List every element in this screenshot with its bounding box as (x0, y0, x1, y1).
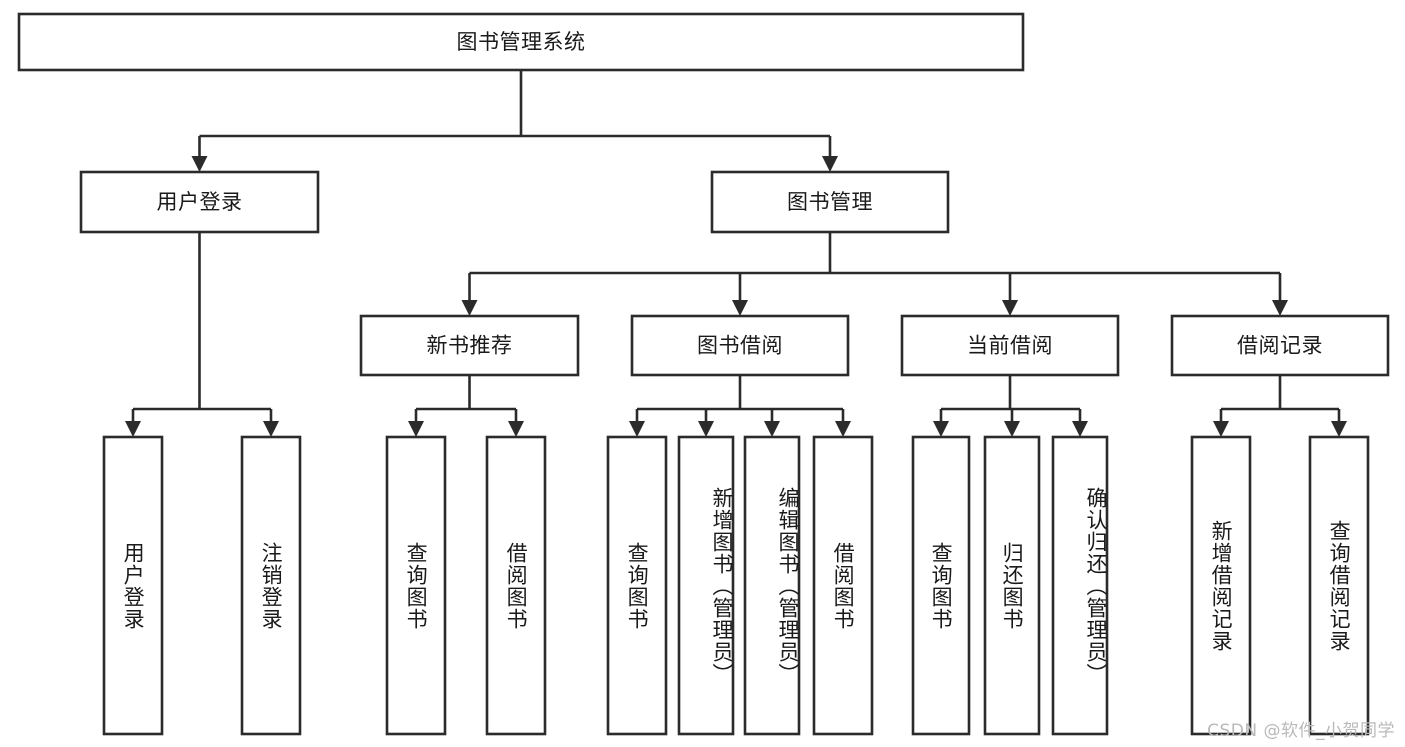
node-level3-label-1: 图书借阅 (697, 334, 783, 358)
arrow-head-icon (764, 421, 780, 437)
node-level3-label-0: 新书推荐 (427, 334, 513, 358)
node-box-layer (17, 12, 1390, 736)
arrow-head-icon (835, 421, 851, 437)
arrow-head-icon (263, 421, 279, 437)
connector-layer (125, 70, 1347, 437)
arrow-head-icon (508, 421, 524, 437)
node-level2-label-0: 用户登录 (157, 190, 243, 214)
arrow-head-icon (461, 300, 478, 316)
arrow-head-icon (698, 421, 714, 437)
node-leaf-box-3[interactable] (485, 435, 547, 736)
watermark: CSDN @软件_小贺同学 (1207, 721, 1395, 741)
arrow-head-icon (732, 300, 748, 316)
arrow-head-icon (629, 421, 645, 437)
node-root-box[interactable] (17, 12, 1025, 72)
node-level3-label-2: 当前借阅 (967, 334, 1053, 358)
node-level3-box-3[interactable] (1170, 314, 1390, 377)
node-leaf-box-11[interactable] (1190, 435, 1252, 736)
node-level3-box-2[interactable] (900, 314, 1120, 377)
arrow-head-icon (1213, 421, 1229, 437)
node-leaf-box-5[interactable] (677, 435, 735, 736)
arrow-head-icon (822, 156, 838, 172)
node-leaf-box-1[interactable] (240, 435, 302, 736)
node-root-label: 图书管理系统 (457, 30, 586, 54)
node-leaf-box-10[interactable] (1051, 435, 1109, 736)
node-leaf-box-9[interactable] (983, 435, 1041, 736)
node-leaf-box-2[interactable] (385, 435, 447, 736)
node-leaf-box-4[interactable] (606, 435, 668, 736)
node-leaf-box-0[interactable] (102, 435, 164, 736)
arrow-head-icon (1272, 300, 1288, 316)
node-level2-box-0[interactable] (79, 170, 320, 234)
node-leaf-box-12[interactable] (1308, 435, 1370, 736)
arrow-head-icon (191, 156, 208, 172)
arrow-head-icon (933, 421, 949, 437)
arrow-head-icon (1004, 421, 1020, 437)
node-level2-label-1: 图书管理 (787, 190, 873, 214)
arrow-head-icon (1072, 421, 1088, 437)
arrow-head-icon (1002, 300, 1018, 316)
node-level3-label-3: 借阅记录 (1237, 334, 1323, 358)
node-level2-box-1[interactable] (710, 170, 950, 234)
arrow-head-icon (125, 421, 141, 437)
node-leaf-box-8[interactable] (911, 435, 971, 736)
node-level3-box-1[interactable] (630, 314, 850, 377)
node-level3-box-0[interactable] (359, 314, 580, 377)
arrow-head-icon (1331, 421, 1347, 437)
node-leaf-box-7[interactable] (812, 435, 874, 736)
arrow-head-icon (408, 421, 424, 437)
node-leaf-box-6[interactable] (743, 435, 801, 736)
